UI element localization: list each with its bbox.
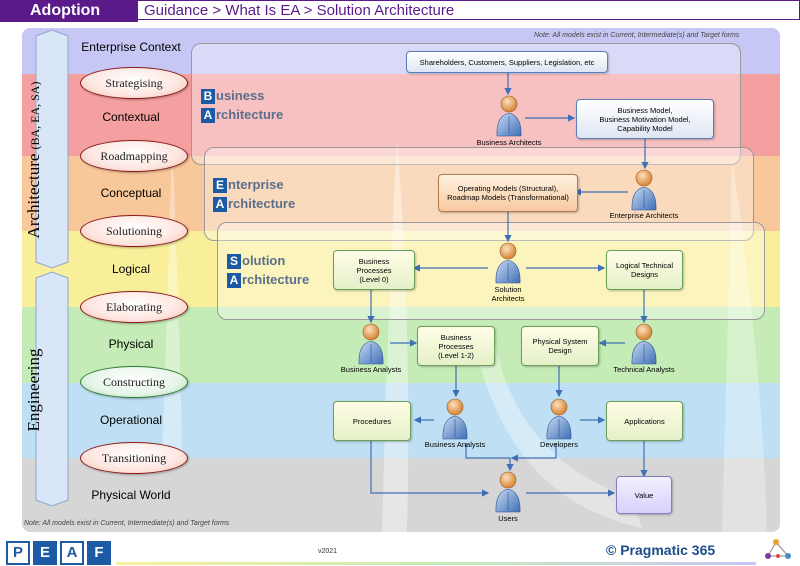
box-applications[interactable]: Applications <box>606 401 683 441</box>
box-text: Logical Technical <box>616 261 673 270</box>
label-technical-analysts: Technical Analysts <box>613 365 675 374</box>
box-text: Business <box>440 332 472 342</box>
letter-badge: B <box>201 89 215 104</box>
header: Adoption Guidance > What Is EA > Solutio… <box>0 0 800 22</box>
version-label: v2021 <box>318 548 338 555</box>
box-text: Roadmap Models (Transformational) <box>447 193 569 202</box>
letter-badge: S <box>227 254 241 269</box>
box-text: Business <box>358 256 390 266</box>
pill-strategising[interactable]: Strategising <box>80 67 188 99</box>
label-business-analysts-2: Business Analysts <box>424 440 486 449</box>
box-text: Value <box>634 490 654 500</box>
box-value[interactable]: Value <box>616 476 672 514</box>
label-solution-architects: Solution Architects <box>463 285 553 303</box>
title-text: usiness <box>216 88 265 103</box>
box-text: Operating Models (Structural), <box>457 184 559 193</box>
peaf-logo: P E A F <box>6 541 111 565</box>
lane-label: Physical World <box>91 488 171 502</box>
label-line: Solution <box>494 285 522 294</box>
label-business-analysts-1: Business Analysts <box>340 365 402 374</box>
label-users: Users <box>498 514 518 523</box>
label-developers: Developers <box>540 440 578 449</box>
box-text: Business Model, <box>617 105 673 115</box>
lane-label: Contextual <box>102 110 160 124</box>
pill-constructing[interactable]: Constructing <box>80 366 188 398</box>
note-top: Note: All models exist in Current, Inter… <box>534 32 740 39</box>
logo-letter: E <box>33 541 57 565</box>
box-text: Processes <box>356 265 392 275</box>
lane-label: Conceptual <box>100 186 162 200</box>
header-title: Adoption <box>0 0 138 22</box>
box-text: Capability Model <box>617 123 673 133</box>
box-procedures[interactable]: Procedures <box>333 401 411 441</box>
pill-roadmapping[interactable]: Roadmapping <box>80 140 188 172</box>
note-bottom: Note: All models exist in Current, Inter… <box>24 520 230 527</box>
copyright-label: © Pragmatic 365 <box>606 542 716 558</box>
logo-letter: F <box>87 541 111 565</box>
letter-badge: A <box>213 197 227 212</box>
box-text: Physical System <box>532 337 588 346</box>
lane-label: Physical <box>108 337 154 351</box>
label-business-architects: Business Architects <box>476 138 542 147</box>
box-text: Procedures <box>352 416 392 426</box>
lane-label: Enterprise Context <box>81 40 181 54</box>
lane-label: Operational <box>99 413 163 427</box>
lane-label: Logical <box>111 262 151 276</box>
letter-badge: A <box>201 108 215 123</box>
box-business-model[interactable]: Business Model,Business Motivation Model… <box>576 99 714 139</box>
logo-letter: A <box>60 541 84 565</box>
box-stakeholders[interactable]: Shareholders, Customers, Suppliers, Legi… <box>406 51 608 73</box>
pill-solutioning[interactable]: Solutioning <box>80 215 188 247</box>
title-text: rchitecture <box>242 272 310 287</box>
pill-elaborating[interactable]: Elaborating <box>80 291 188 323</box>
box-text: Business Motivation Model, <box>599 114 691 124</box>
box-text: Designs <box>630 270 659 279</box>
band-enterprise-context <box>22 28 780 74</box>
label-line: Architects <box>491 294 525 303</box>
label-enterprise-architects: Enterprise Architects <box>609 211 679 220</box>
logo-letter: P <box>6 541 30 565</box>
pill-transitioning[interactable]: Transitioning <box>80 442 188 474</box>
title-text: olution <box>242 253 286 268</box>
box-text: Processes <box>438 341 474 351</box>
box-text: Design <box>548 346 572 355</box>
letter-badge: E <box>213 178 227 193</box>
box-text: Shareholders, Customers, Suppliers, Legi… <box>419 57 595 67</box>
box-text: (Level 0) <box>359 274 389 284</box>
box-operating-models[interactable]: Operating Models (Structural),Roadmap Mo… <box>438 174 578 212</box>
letter-badge: A <box>227 273 241 288</box>
title-text: nterprise <box>228 177 284 192</box>
box-text: Applications <box>624 416 665 426</box>
title-text: rchitecture <box>216 107 284 122</box>
box-text: (Level 1-2) <box>438 350 474 360</box>
title-text: rchitecture <box>228 196 296 211</box>
